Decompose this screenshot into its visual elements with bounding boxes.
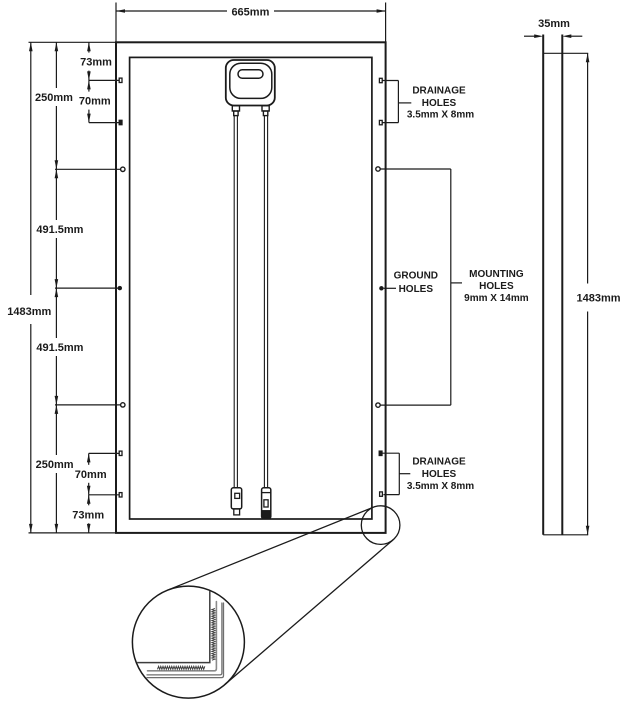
svg-text:665mm: 665mm (231, 6, 269, 18)
svg-text:1483mm: 1483mm (7, 306, 51, 318)
svg-text:HOLES: HOLES (479, 281, 514, 292)
svg-text:70mm: 70mm (75, 469, 107, 481)
svg-text:1483mm: 1483mm (576, 292, 620, 304)
svg-text:73mm: 73mm (72, 509, 104, 521)
svg-text:3.5mm X 8mm: 3.5mm X 8mm (407, 109, 474, 120)
svg-text:GROUND: GROUND (394, 270, 438, 281)
svg-text:MOUNTING: MOUNTING (469, 269, 524, 280)
svg-text:3.5mm X 8mm: 3.5mm X 8mm (407, 481, 474, 492)
svg-text:35mm: 35mm (538, 18, 570, 30)
svg-text:DRAINAGE: DRAINAGE (412, 85, 466, 96)
svg-text:HOLES: HOLES (399, 284, 434, 295)
svg-text:HOLES: HOLES (422, 469, 457, 480)
svg-text:73mm: 73mm (80, 57, 112, 69)
svg-text:250mm: 250mm (36, 459, 74, 471)
svg-text:70mm: 70mm (79, 96, 111, 108)
svg-text:491.5mm: 491.5mm (36, 224, 83, 236)
svg-text:491.5mm: 491.5mm (36, 342, 83, 354)
svg-text:DRAINAGE: DRAINAGE (412, 456, 466, 467)
svg-text:9mm X 14mm: 9mm X 14mm (464, 293, 529, 304)
svg-text:HOLES: HOLES (422, 98, 457, 109)
svg-text:250mm: 250mm (35, 92, 73, 104)
